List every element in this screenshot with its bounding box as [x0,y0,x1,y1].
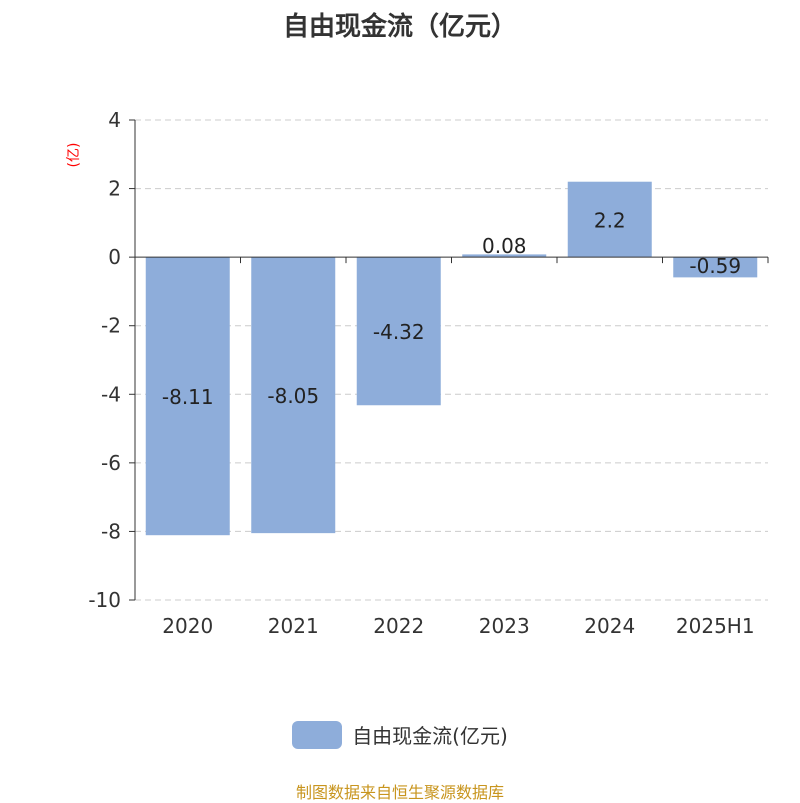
bar [356,257,441,406]
chart-title: 自由现金流（亿元） [282,12,517,42]
y-tick-label: 2 [108,177,121,201]
y-tick-label: -6 [101,451,121,475]
y-tick-label: -4 [101,382,121,406]
data-label: -8.11 [162,385,214,409]
bar [567,181,652,258]
legend-label: 自由现金流(亿元) [352,724,508,748]
y-tick-label: 0 [108,245,121,269]
bar [673,257,758,278]
y-tick-label: -2 [101,314,121,338]
y-tick-label: -8 [101,519,121,543]
y-tick-label: -10 [88,588,121,612]
x-tick-label: 2020 [162,614,213,638]
bar [145,257,230,536]
data-label: 2.2 [594,208,626,232]
x-tick-label: 2025H1 [676,614,755,638]
y-axis-unit-label: (亿) [66,143,82,168]
legend[interactable]: 自由现金流(亿元) [0,720,800,749]
data-label: -4.32 [373,320,425,344]
x-tick-label: 2022 [373,614,424,638]
data-label: 0.08 [482,234,527,258]
x-tick-label: 2021 [268,614,319,638]
legend-swatch [292,720,343,749]
source-footer: 制图数据来自恒生聚源数据库 [295,783,504,802]
data-label: -0.59 [689,254,741,278]
bar [462,254,547,258]
bar [251,257,336,534]
x-tick-label: 2023 [479,614,530,638]
x-tick-label: 2024 [584,614,635,638]
data-label: -8.05 [267,384,319,408]
y-tick-label: 4 [108,108,121,132]
bar-chart: 4 2 0 -2 -4 -6 -8 -10 (亿) -8.11 2020 -8.05 2021 -4.32… [66,108,769,638]
